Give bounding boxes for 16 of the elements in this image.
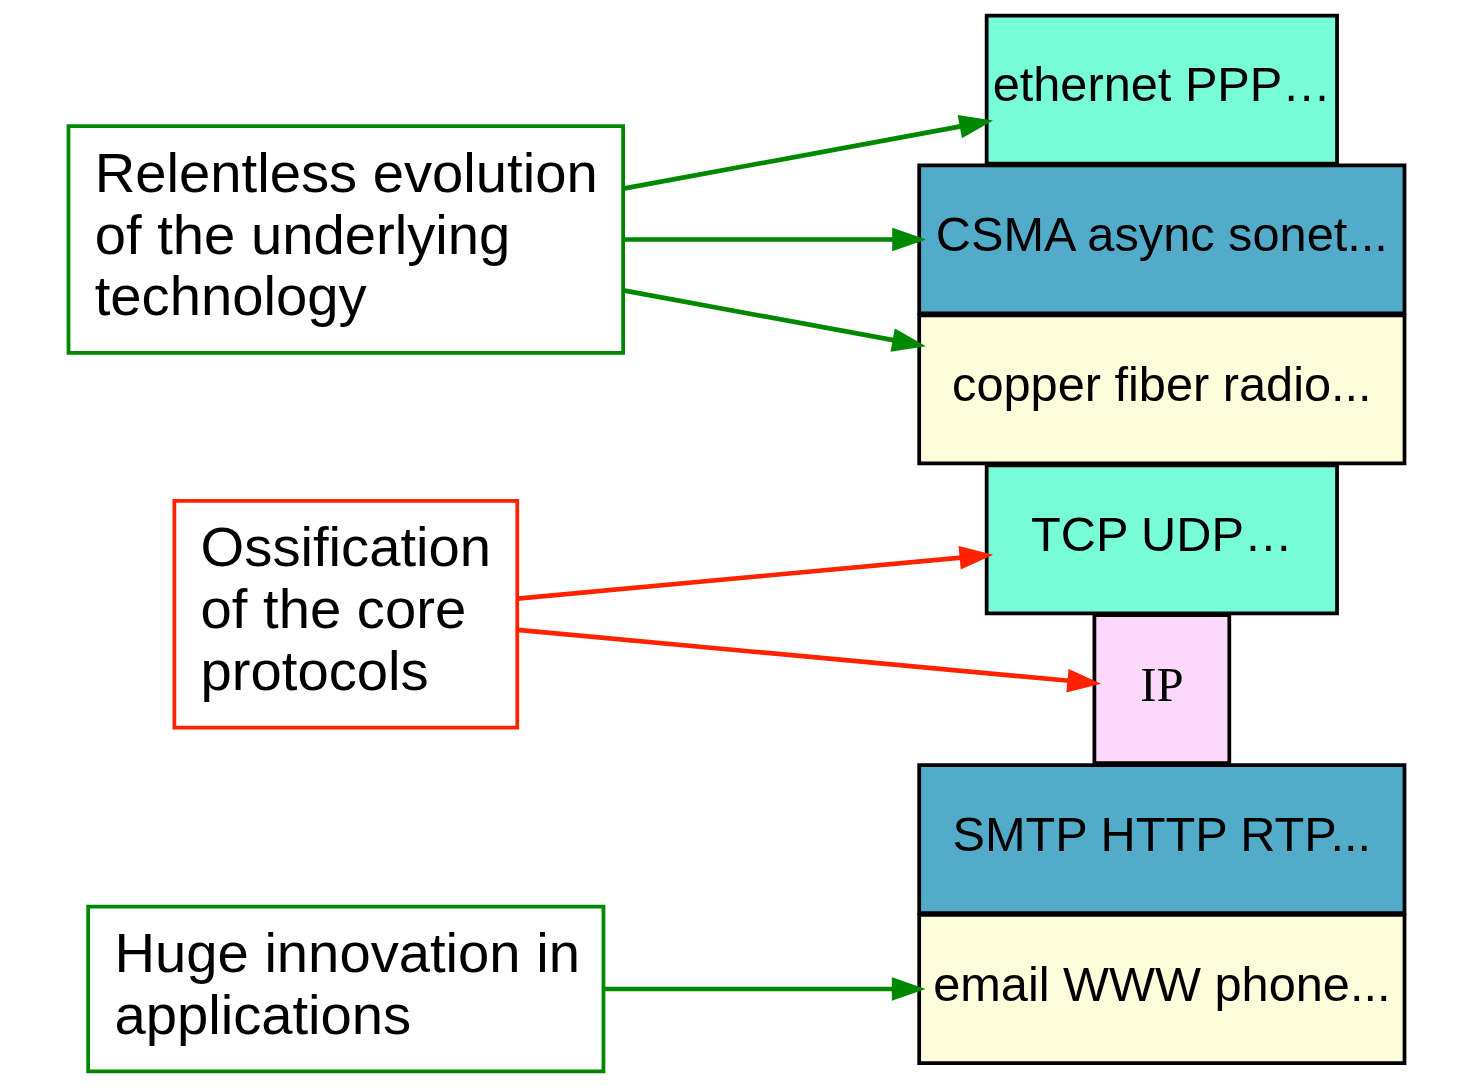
node-box: CSMA async sonet... bbox=[916, 163, 1406, 316]
arrow bbox=[622, 114, 993, 191]
arrow bbox=[603, 977, 926, 1001]
node-box: TCP UDP… bbox=[984, 463, 1339, 616]
arrow bbox=[516, 627, 1101, 693]
node-box: Relentless evolution of the underlying technology bbox=[66, 124, 625, 355]
node-box: Ossification of the core protocols bbox=[172, 499, 519, 730]
node-box: SMTP HTTP RTP... bbox=[916, 763, 1406, 915]
arrow bbox=[622, 227, 926, 252]
arrow bbox=[516, 546, 993, 601]
arrow bbox=[622, 288, 926, 352]
node-box: ethernet PPP… bbox=[984, 13, 1339, 166]
node-box: IP bbox=[1092, 613, 1231, 766]
node-box: email WWW phone... bbox=[916, 913, 1406, 1065]
node-box: Huge innovation in applications bbox=[85, 904, 605, 1074]
node-box: copper fiber radio... bbox=[916, 313, 1406, 466]
